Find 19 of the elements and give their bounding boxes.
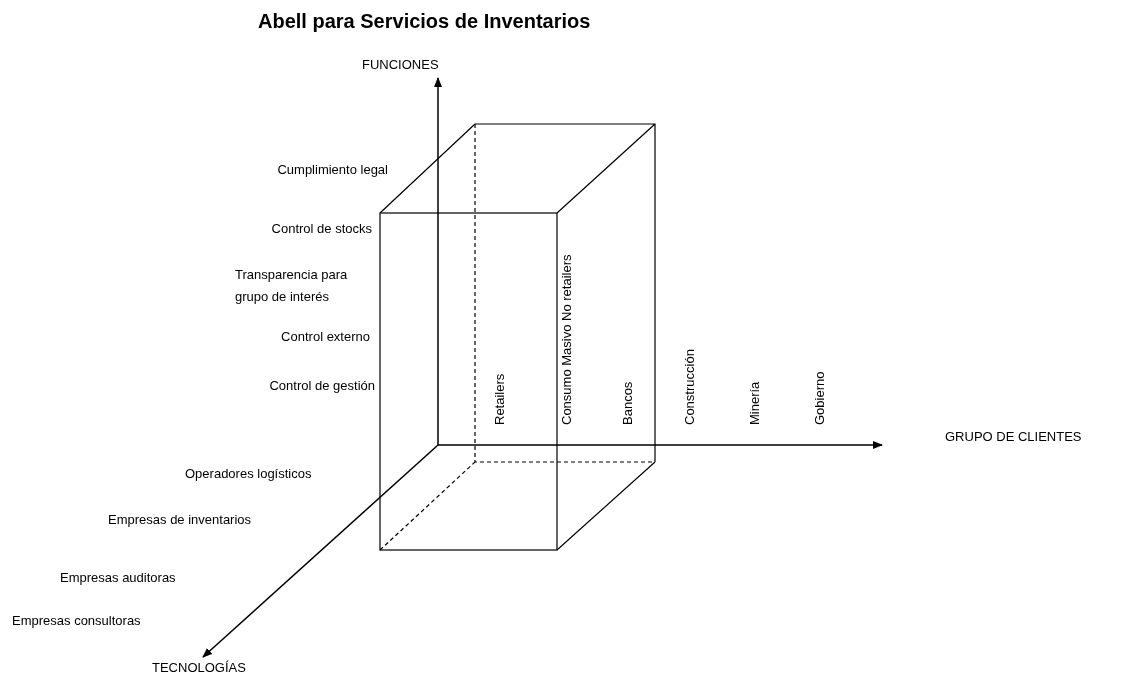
axis-label: TECNOLOGÍAS <box>152 660 246 676</box>
client-group-label: Consumo Masivo No retailers <box>559 254 575 425</box>
axis-label: FUNCIONES <box>362 57 439 73</box>
function-label: Control de stocks <box>271 221 372 237</box>
function-label: Transparencia para grupo de interés <box>235 266 349 306</box>
technology-label: Empresas de inventarios <box>108 512 252 528</box>
client-group-label: Minería <box>747 381 763 425</box>
technology-label: Operadores logísticos <box>185 466 312 482</box>
function-label: Control externo <box>281 329 370 345</box>
client-group-label: Construcción <box>682 349 698 425</box>
client-group-label: Retailers <box>492 373 508 425</box>
axis-label: GRUPO DE CLIENTES <box>945 429 1082 445</box>
function-label: Control de gestión <box>269 378 375 394</box>
technology-label: Empresas consultoras <box>12 613 141 629</box>
client-group-label: Bancos <box>620 381 636 425</box>
client-group-label: Gobierno <box>812 371 828 425</box>
function-label: Cumplimiento legal <box>277 162 388 178</box>
diagram-title: Abell para Servicios de Inventarios <box>258 10 591 33</box>
technology-label: Empresas auditoras <box>60 570 176 586</box>
